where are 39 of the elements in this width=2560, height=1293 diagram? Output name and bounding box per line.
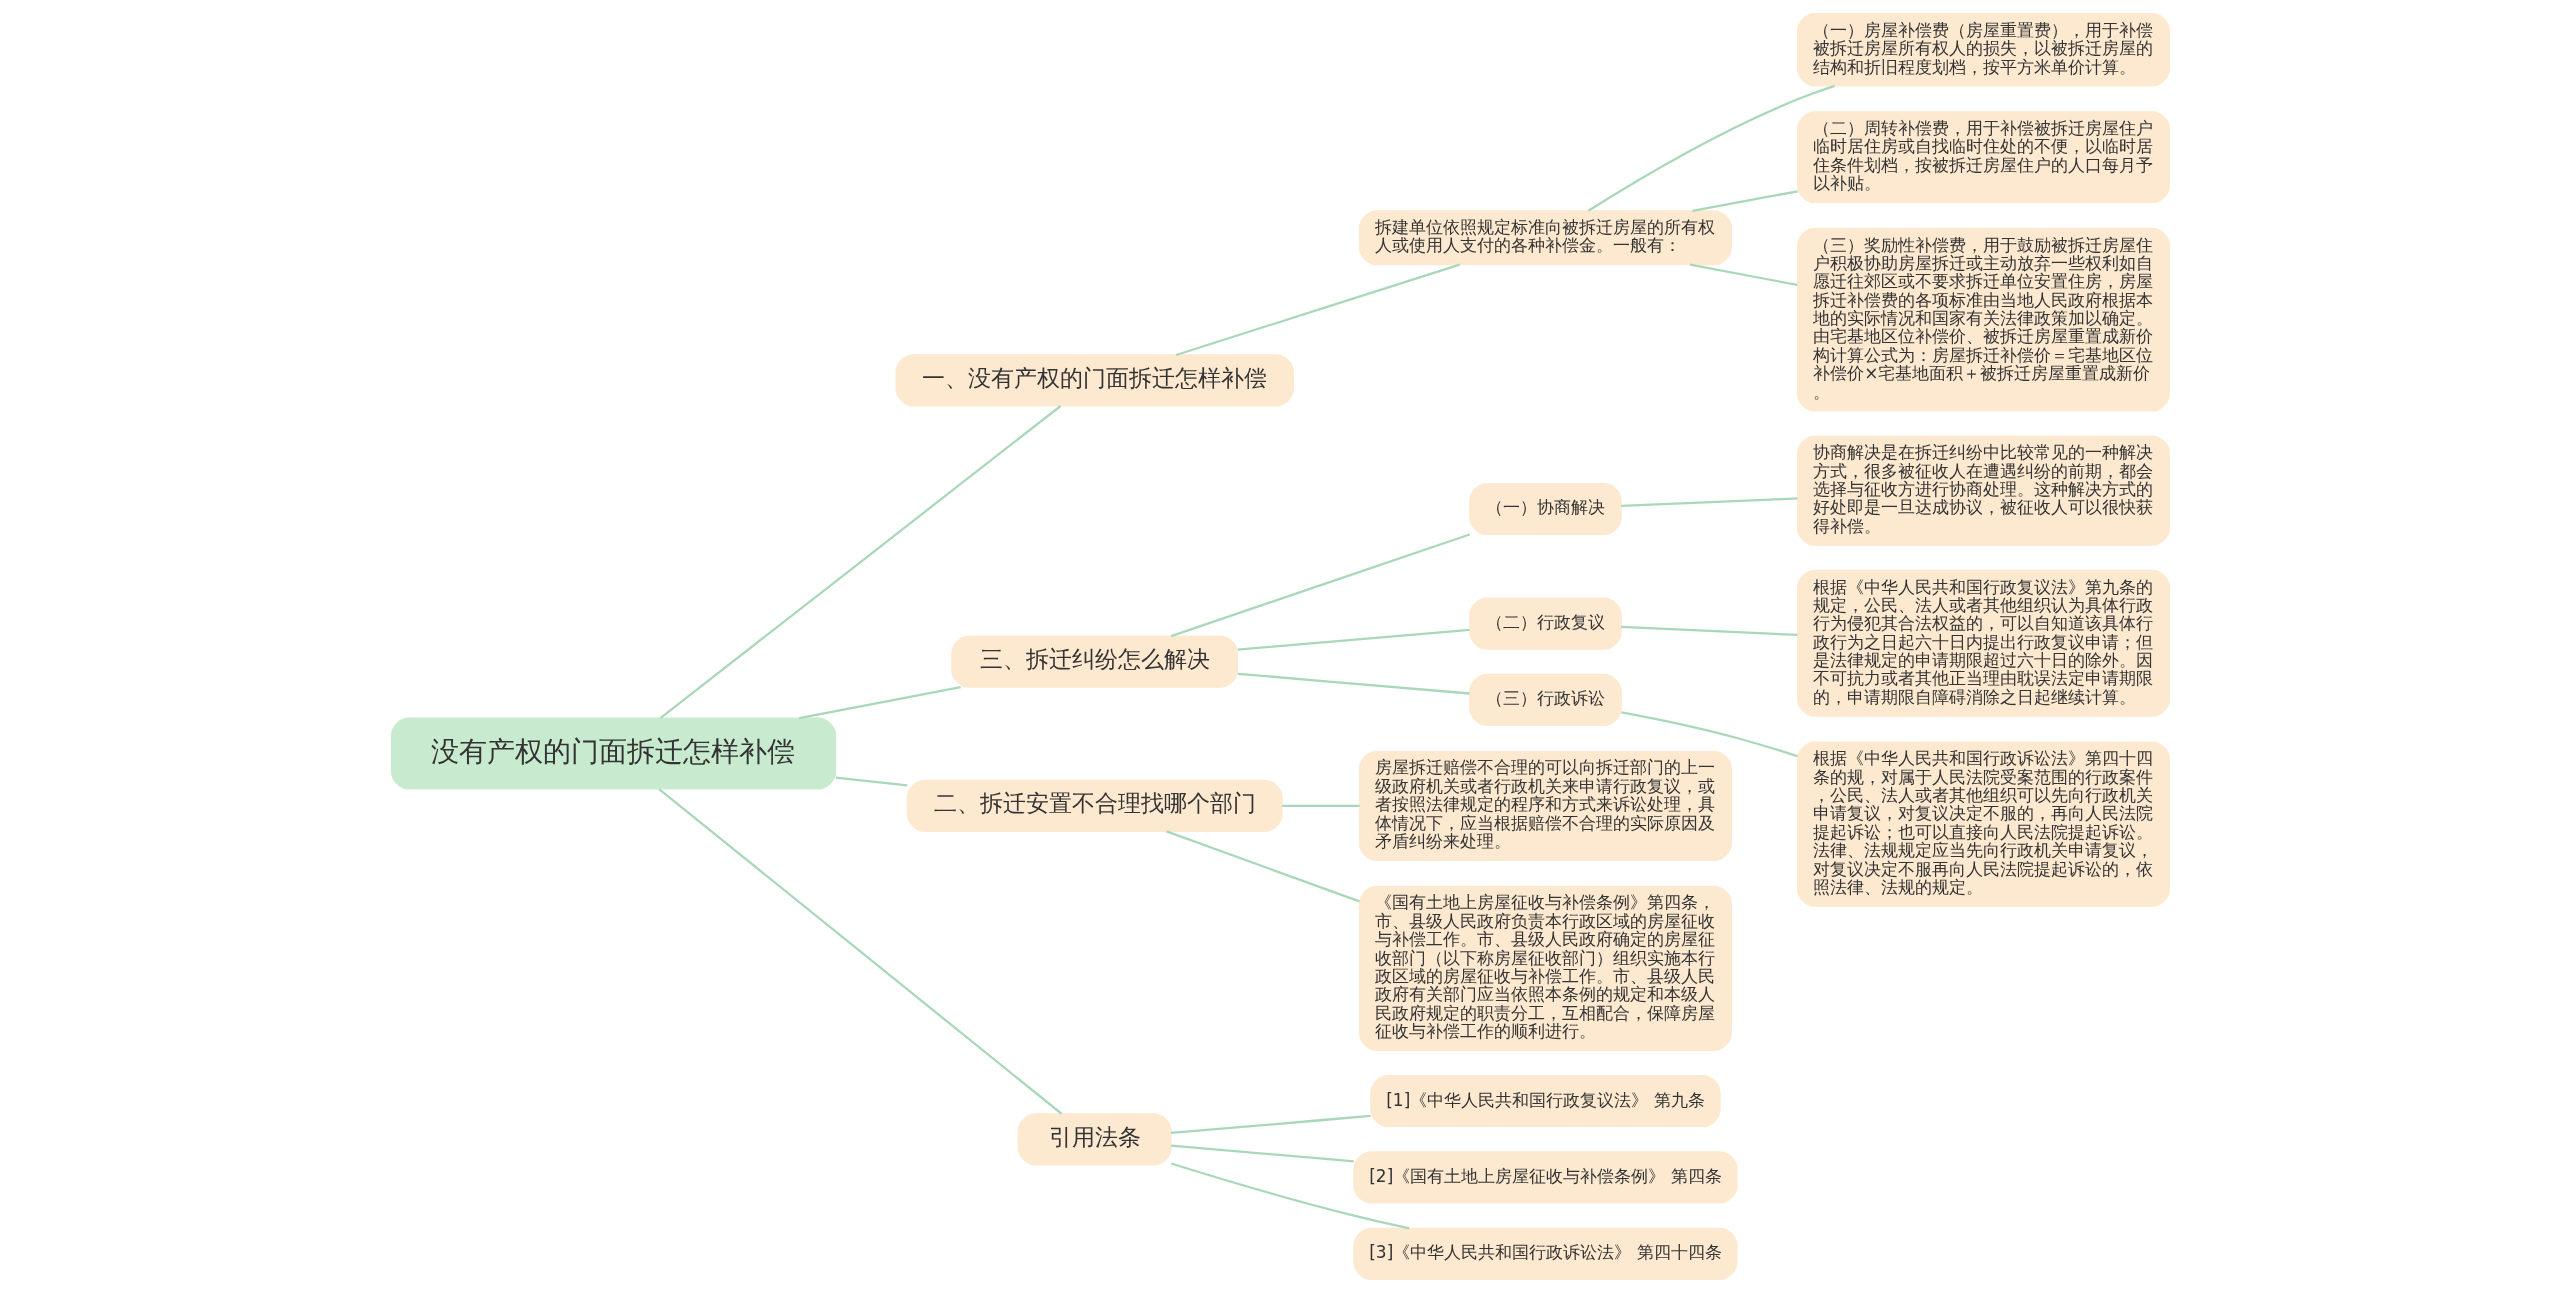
node-box: （三）行政诉讼	[1468, 673, 1622, 726]
connector	[1175, 263, 1460, 357]
connector	[659, 405, 1061, 719]
node-box: 房屋拆迁赔偿不合理的可以向拆迁部门的上一级政府机关或者行政机关来申请行政复议，或者按照法律规定的程序和方式来诉讼处理，具体情况下，应当根据赔偿不合理的实际原因及矛盾纠纷来处理。	[1358, 750, 1732, 861]
node-box: 根据《中华人民共和国行政诉讼法》第四十四条的规，对属于人民法院受案范围的行政案件，公民、法人或者其他组织可以先向行政机关申请复议，对复议决定不服的，再向人民法院提起诉讼；也可以直接向人民法院提起诉讼。法律、法规规定应当先向行政机关申请复议，对复议决定不服再向人民法院提起诉讼的，依照法律、法规的规定。	[1796, 741, 2170, 907]
connector	[835, 776, 907, 787]
connector	[1237, 672, 1470, 695]
connector	[1620, 497, 1798, 508]
connector	[657, 788, 1062, 1115]
node-box: [2]《国有土地上房屋征收与补偿条例》 第四条	[1352, 1151, 1738, 1204]
node-box: [3]《中华人民共和国行政诉讼法》 第四十四条	[1352, 1227, 1738, 1280]
node-box: 没有产权的门面拆迁怎样补偿	[390, 717, 836, 790]
node-box: 三、拆迁纠纷怎么解决	[950, 635, 1238, 688]
connector	[1587, 84, 1835, 212]
node-box: 协商解决是在拆迁纠纷中比较常见的一种解决方式，很多被征收人在遭遇纠纷的前期，都会选择与征收方进行协商处理。这种解决方式的好处即是一旦达成协议，被征收人可以很快获得补偿。	[1796, 435, 2170, 546]
connector	[1170, 533, 1470, 638]
node-box: （二）行政复议	[1468, 597, 1622, 650]
connector	[1620, 625, 1798, 637]
connector	[1237, 628, 1470, 651]
connector	[1691, 190, 1798, 212]
connector	[1689, 263, 1798, 287]
node-box: （二）周转补偿费，用于补偿被拆迁房屋住户临时居住房或自找临时住处的不便，以临时居住条件划档，按被拆迁房屋住户的人口每月予以补贴。	[1796, 111, 2170, 204]
node-box: 一、没有产权的门面拆迁怎样补偿	[894, 354, 1294, 407]
connector	[1170, 1162, 1409, 1230]
connector	[798, 686, 961, 720]
node-box: （一）房屋补偿费（房屋重置费），用于补偿被拆迁房屋所有权人的损失，以被拆迁房屋的结构和折旧程度划档，按平方米单价计算。	[1796, 13, 2170, 87]
node-box: 二、拆迁安置不合理找哪个部门	[906, 779, 1283, 832]
connector	[1165, 830, 1360, 903]
connector	[1170, 1114, 1371, 1135]
connector	[1170, 1144, 1354, 1163]
node-box: （三）奖励性补偿费，用于鼓励被拆迁房屋住户积极协助房屋拆迁或主动放弃一些权利如自愿迁往郊区或不要求拆迁单位安置住房，房屋拆迁补偿费的各项标准由当地人民政府根据本地的实际情况和国家有关法律政策加以确定。由宅基地区位补偿价、被拆迁房屋重置成新价构计算公式为：房屋拆迁补偿价＝宅基地区位补偿价×宅基地面积＋被拆迁房屋重置成新价。	[1796, 227, 2170, 412]
connector	[1620, 711, 1798, 758]
connector	[1281, 804, 1360, 807]
node-box: 引用法条	[1017, 1113, 1172, 1166]
node-box: 《国有土地上房屋征收与补偿条例》第四条，市、县级人民政府负责本行政区域的房屋征收与补偿工作。市、县级人民政府确定的房屋征收部门（以下称房屋征收部门）组织实施本行政区域的房屋征收与补偿工作。市、县级人民政府有关部门应当依照本条例的规定和本级人民政府规定的职责分工，互相配合，保障房屋征收与补偿工作的顺利进行。	[1358, 885, 1732, 1051]
node-box: 拆建单位依照规定标准向被拆迁房屋的所有权人或使用人支付的各种补偿金。一般有：	[1358, 210, 1732, 266]
node-box: （一）协商解决	[1468, 482, 1622, 536]
node-box: [1]《中华人民共和国行政复议法》 第九条	[1369, 1075, 1721, 1128]
node-box: 根据《中华人民共和国行政复议法》第九条的规定，公民、法人或者其他组织认为具体行政行为侵犯其合法权益的，可以自知道该具体行政行为之日起六十日内提出行政复议申请；但是法律规定的申请期限超过六十日的除外。因不可抗力或者其他正当理由耽误法定申请期限的，申请期限自障碍消除之日起继续计算。	[1796, 569, 2170, 717]
